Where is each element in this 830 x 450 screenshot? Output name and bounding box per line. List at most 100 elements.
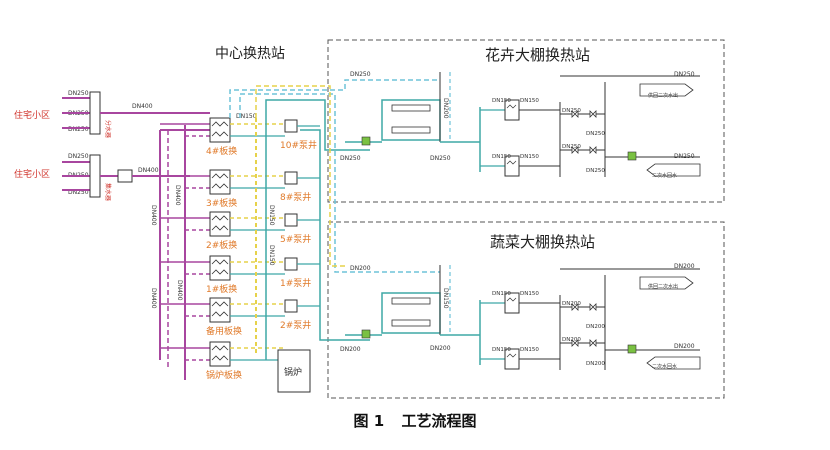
header-dn-2: DN400 (174, 185, 181, 206)
pump-label: 1#泵井 (280, 277, 311, 289)
flow-meter-icon (361, 136, 371, 146)
exchanger-label: 3#板换 (206, 197, 237, 209)
source-label-bottom: 住宅小区 (14, 168, 50, 180)
flower-out-bottom-dn: DN250 (674, 153, 695, 160)
valve-icon (589, 110, 597, 118)
exchanger-dn-label: DN150 (520, 98, 539, 104)
valve-icon (589, 146, 597, 154)
flow-meter-icon (627, 344, 637, 354)
plate-exchanger-row: 1#板换 (160, 255, 285, 295)
veg-station-frame (327, 221, 725, 399)
secondary-dn-label: DN200 (562, 301, 581, 307)
circulation-pump: 1#泵井 (280, 257, 320, 289)
source-bottom-dn-1: DN250 (68, 153, 89, 160)
header-dn-3: DN400 (150, 288, 157, 309)
exchanger-dn-label: DN150 (520, 154, 539, 160)
process-flow-diagram: 中心换热站 花卉大棚换热站 蔬菜大棚换热站 住宅小区 DN250 DN250 D… (14, 39, 725, 399)
secondary-return-arrow (646, 356, 701, 370)
secondary-dn-label: DN250 (562, 144, 581, 150)
exchanger-dn-label: DN150 (492, 347, 511, 353)
filter-valve-icon (391, 297, 431, 305)
veg-in-left-dn: DN200 (340, 346, 361, 353)
center-top-dn: DN150 (236, 113, 257, 120)
exchanger-label: 备用板换 (206, 325, 242, 337)
exchanger-dn-label: DN150 (492, 291, 511, 297)
valve-icon (571, 146, 579, 154)
valve-icon (589, 339, 597, 347)
veg-out-bottom-dn: DN200 (674, 343, 695, 350)
distributor-top (89, 91, 101, 135)
flower-mid-dn: DN250 (430, 155, 451, 162)
plate-exchanger (209, 255, 231, 281)
pump-label: 5#泵井 (280, 233, 311, 245)
source-label-top: 住宅小区 (14, 109, 50, 121)
source-group-top: 住宅小区 DN250 DN250 DN250 (14, 90, 101, 135)
secondary-dn-label: DN200 (586, 324, 605, 330)
plate-exchanger-row: 锅炉板换 (160, 341, 285, 381)
exchanger-label: 锅炉板换 (206, 369, 242, 381)
boiler-label: 锅炉 (284, 366, 302, 378)
plate-exchanger (209, 169, 231, 195)
source-top-dn-1: DN250 (68, 90, 89, 97)
header-dn-4: DN400 (176, 280, 183, 301)
circulation-pump: 2#泵井 (280, 299, 320, 331)
circulation-pump: 10#泵井 (280, 119, 320, 151)
strainer (117, 169, 133, 183)
plate-exchanger (209, 211, 231, 237)
secondary-dn-label: DN250 (586, 131, 605, 137)
header-dn-1: DN400 (150, 205, 157, 226)
filter-valve-icon (391, 104, 431, 112)
flower-in-left-dn: DN250 (340, 155, 361, 162)
valve-icon (571, 339, 579, 347)
filter-valve-icon (391, 319, 431, 327)
exchanger-label: 4#板换 (206, 145, 237, 157)
secondary-dn-label: DN200 (562, 337, 581, 343)
pump-icon (284, 257, 298, 271)
exchanger-dn-label: DN150 (520, 291, 539, 297)
figure-caption: 图 1 工艺流程图 (0, 410, 830, 431)
boiler (277, 349, 311, 393)
veg-return-box-label: 二次水回水 (652, 363, 677, 370)
flower-return-box-label: 二次水回水 (652, 172, 677, 179)
secondary-dn-label: DN250 (586, 168, 605, 174)
secondary-supply-arrow (639, 83, 694, 97)
veg-station-title: 蔬菜大棚换热站 (490, 233, 595, 251)
secondary-dn-label: DN200 (586, 361, 605, 367)
exchanger-label: 1#板换 (206, 283, 237, 295)
plate-exchanger-row: 2#板换 (160, 211, 285, 251)
plate-exchanger (209, 297, 231, 323)
flower-station-frame (327, 39, 725, 203)
main-return-dn: DN400 (138, 167, 159, 174)
flower-vertical-dn: DN200 (442, 98, 449, 119)
pump-header-dn-1: DN150 (268, 205, 275, 226)
source-group-bottom: 住宅小区 DN250 DN250 DN250 (14, 153, 101, 198)
pump-label: 10#泵井 (280, 139, 317, 151)
veg-in-top-dn: DN200 (350, 265, 371, 272)
source-bottom-dn-3: DN250 (68, 189, 89, 196)
flower-station-title: 花卉大棚换热站 (485, 46, 590, 64)
plate-exchanger-row: 4#板换 (160, 117, 285, 157)
veg-vertical-dn: DN150 (442, 288, 449, 309)
collector-bottom (89, 154, 101, 198)
center-station-title: 中心换热站 (215, 45, 285, 62)
exchanger-dn-label: DN150 (492, 154, 511, 160)
pump-label: 8#泵井 (280, 191, 311, 203)
figure-number: 图 1 (353, 412, 385, 430)
valve-icon (571, 303, 579, 311)
secondary-dn-label: DN250 (562, 108, 581, 114)
exchanger-dn-label: DN150 (520, 347, 539, 353)
circulation-pump: 8#泵井 (280, 171, 320, 203)
distributor-text: 分水器 (104, 120, 112, 138)
flow-meter-icon (627, 151, 637, 161)
pump-icon (284, 119, 298, 133)
flow-meter-icon (361, 329, 371, 339)
plate-exchanger-row: 3#板换 (160, 169, 285, 209)
collector-text: 集水器 (104, 183, 112, 201)
flower-in-top-dn: DN250 (350, 71, 371, 78)
main-supply-dn: DN400 (132, 103, 153, 110)
flower-supply-box-label: 供回二次水出 (648, 92, 678, 99)
plate-exchanger (209, 117, 231, 143)
secondary-supply-arrow (639, 276, 694, 290)
plate-exchanger (209, 341, 231, 367)
